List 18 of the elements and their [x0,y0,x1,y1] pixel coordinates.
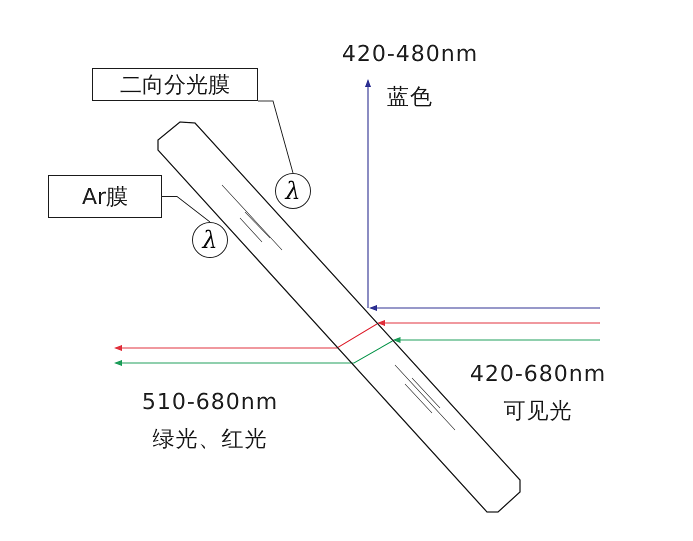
wavelength-label: 420-480nm [342,42,478,67]
label-box: 二向分光膜 [92,68,258,101]
light-ray-arrow [392,337,600,343]
light-ray-arrow [365,79,371,308]
wavelength-label: 蓝色 [387,84,433,112]
wavelength-label: 可见光 [504,398,572,426]
wavelength-label: 绿光、红光 [152,426,268,454]
lambda-circle: λ [192,222,228,258]
lambda-circle: λ [275,173,311,209]
label-box: Ar膜 [48,175,162,218]
light-ray-arrow [369,305,600,311]
light-ray-arrow [376,320,600,326]
leader-line [258,100,294,174]
light-ray-arrow [114,324,378,351]
leader-line [162,196,210,222]
light-ray-arrow [114,340,393,366]
wavelength-label: 510-680nm [142,390,278,415]
wavelength-label: 420-680nm [470,362,606,387]
